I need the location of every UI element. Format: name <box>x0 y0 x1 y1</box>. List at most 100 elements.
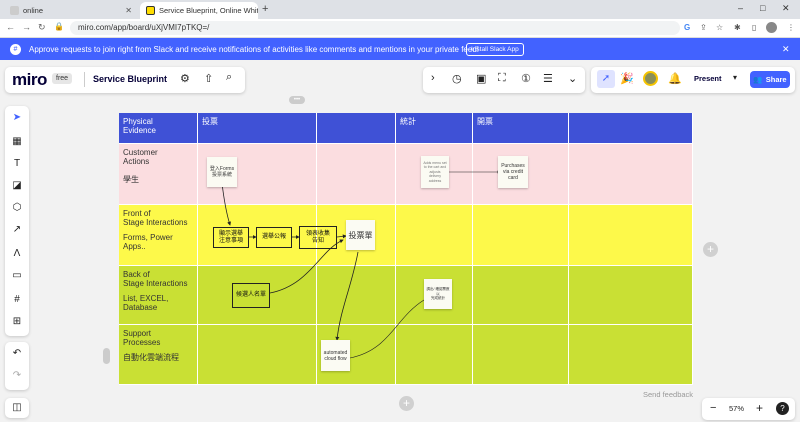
grid-cell <box>569 325 693 385</box>
frame-tool-icon[interactable]: # <box>14 294 20 305</box>
user-avatar[interactable] <box>643 71 658 86</box>
connector-icon[interactable]: ↗ <box>12 224 22 235</box>
add-column-button[interactable]: + <box>703 242 718 257</box>
row-customer-actions: Customer Actions 學生 <box>119 144 198 205</box>
tab-online[interactable]: online ✕ <box>4 2 138 19</box>
browser-tab-bar: online ✕ Service Blueprint, Online White… <box>0 0 800 19</box>
shape-bulletin[interactable]: 選舉公報 <box>256 227 292 248</box>
sticky-note-statistics[interactable]: 調出/ 確認票數以 完成統計 <box>424 279 452 309</box>
lock-icon[interactable]: 🔒 <box>54 22 64 31</box>
number-icon[interactable]: ① <box>521 73 531 85</box>
tab-service-blueprint[interactable]: Service Blueprint, Online White ✕ <box>140 2 258 19</box>
slack-banner: # Approve requests to join right from Sl… <box>0 38 800 60</box>
undo-icon[interactable]: ↶ <box>12 348 22 359</box>
sticky-note-icon[interactable]: ◪ <box>12 180 22 191</box>
more-icon[interactable]: ⌄ <box>568 73 578 85</box>
bell-icon[interactable]: 🔔 <box>668 73 682 85</box>
shapes-icon[interactable]: ⬡ <box>12 202 22 213</box>
row-subtitle: List, EXCEL, Database <box>123 294 169 312</box>
panel-toggle-icon[interactable]: ◫ <box>12 402 22 413</box>
grid-cell <box>569 205 693 266</box>
add-apps-icon[interactable]: ⊞ <box>12 316 22 327</box>
board-info-panel <box>5 67 245 93</box>
board-list-toolbar <box>5 398 29 418</box>
banner-text: Approve requests to join right from Slac… <box>29 44 479 54</box>
menu-dots-icon[interactable]: ⋮ <box>787 23 795 32</box>
zoom-level[interactable]: 57% <box>729 404 745 413</box>
sticky-note-purchases[interactable]: Purchases via credit card <box>498 156 528 188</box>
minimize-button[interactable]: – <box>738 3 744 13</box>
close-banner-icon[interactable]: ✕ <box>782 44 790 54</box>
google-icon[interactable]: G <box>684 23 691 32</box>
row-title: Front of Stage Interactions <box>123 209 188 227</box>
sticky-note-cloud-flow[interactable]: automated cloud flow <box>321 340 350 371</box>
search-icon[interactable]: ⌕ <box>226 71 233 83</box>
profile-avatar[interactable] <box>766 22 777 33</box>
sticky-note-adds-menu[interactable]: Adds menu set to the cart and adjusts de… <box>421 156 449 188</box>
cursor-icon[interactable]: ➚ <box>597 70 615 88</box>
text-tool-icon[interactable]: T <box>13 158 21 169</box>
select-tool-icon[interactable]: ➤ <box>12 112 22 123</box>
close-tab-icon[interactable]: ✕ <box>125 6 132 15</box>
drag-handle[interactable]: ••• <box>289 96 305 104</box>
reaction-icon[interactable]: 🎉 <box>620 73 634 85</box>
help-button[interactable]: ? <box>776 402 789 415</box>
close-window-button[interactable]: ✕ <box>782 3 790 13</box>
zoom-in-button[interactable]: + <box>756 401 764 415</box>
pen-icon[interactable]: Ʌ <box>13 248 21 259</box>
export-icon[interactable]: ⇧ <box>204 73 214 85</box>
url-input[interactable]: miro.com/app/board/uXjVMI7pTKQ=/ <box>70 21 680 35</box>
grid-cell <box>473 325 569 385</box>
row-subtitle: Forms, Power Apps.. <box>123 233 173 251</box>
settings-icon[interactable]: ⚙ <box>180 73 190 85</box>
forward-icon[interactable]: → <box>22 22 31 32</box>
install-slack-button[interactable]: Install Slack App <box>466 43 524 56</box>
grid-cell <box>317 144 396 205</box>
back-icon[interactable]: ← <box>6 22 15 32</box>
board-name[interactable]: Service Blueprint <box>93 74 168 84</box>
left-toolbar <box>5 106 29 336</box>
col-header-statistics: 統計 <box>396 113 473 144</box>
share-page-icon[interactable]: ⇪ <box>700 23 707 32</box>
card-icon[interactable]: ▣ <box>476 73 487 85</box>
side-drag-handle[interactable] <box>103 348 110 364</box>
add-row-button[interactable]: + <box>399 396 414 411</box>
plan-badge[interactable]: free <box>52 73 73 84</box>
timer-icon[interactable]: ◷ <box>452 73 462 85</box>
col-header-physical-evidence: Physical Evidence <box>119 113 198 144</box>
reload-icon[interactable]: ↻ <box>38 22 46 32</box>
sidebar-icon[interactable]: ▯ <box>752 23 757 32</box>
chevron-right-icon[interactable]: › <box>431 72 435 84</box>
star-icon[interactable]: ☆ <box>716 23 724 32</box>
redo-icon[interactable]: ↷ <box>12 370 22 381</box>
comment-icon[interactable]: ▭ <box>12 270 22 281</box>
chevron-down-icon[interactable]: ▾ <box>733 73 738 82</box>
shape-collect-form[interactable]: 領表收集 告知 <box>299 226 337 249</box>
shape-notice[interactable]: 顯示選舉 注意事項 <box>213 227 249 248</box>
present-button[interactable]: Present <box>694 74 722 83</box>
row-subtitle: 自動化雲端流程 <box>123 353 179 362</box>
zoom-out-button[interactable]: − <box>710 402 717 414</box>
address-bar-row: ← → ↻ 🔒 miro.com/app/board/uXjVMI7pTKQ=/… <box>0 19 800 38</box>
notes-icon[interactable]: ☰ <box>543 73 553 85</box>
shape-candidate-list[interactable]: 候選人名單 <box>232 283 270 308</box>
sticky-note-login[interactable]: 登入Forms 投票系統 <box>207 157 237 187</box>
maximize-button[interactable]: □ <box>760 3 766 13</box>
miro-logo[interactable]: miro <box>12 70 47 89</box>
send-feedback-link[interactable]: Send feedback <box>643 390 694 399</box>
grid-cell <box>396 205 473 266</box>
sticky-note-ballot[interactable]: 投票單 <box>346 220 375 250</box>
share-button[interactable]: 👥 Share <box>750 71 790 88</box>
new-tab-button[interactable]: + <box>262 3 269 15</box>
history-toolbar <box>5 342 29 390</box>
frame-icon[interactable]: ⛶ <box>498 72 506 84</box>
service-blueprint-frame[interactable]: Physical Evidence 投票 統計 開票 Customer Acti… <box>119 113 693 385</box>
grid-cell <box>396 325 473 385</box>
miro-favicon <box>146 6 155 15</box>
templates-icon[interactable]: ▦ <box>12 136 22 147</box>
row-back-stage: Back of Stage Interactions List, EXCEL, … <box>119 266 198 325</box>
col-header-empty-2 <box>569 113 693 144</box>
grid-cell <box>198 325 317 385</box>
extensions-icon[interactable]: ✱ <box>734 23 741 32</box>
row-front-stage: Front of Stage Interactions Forms, Power… <box>119 205 198 266</box>
